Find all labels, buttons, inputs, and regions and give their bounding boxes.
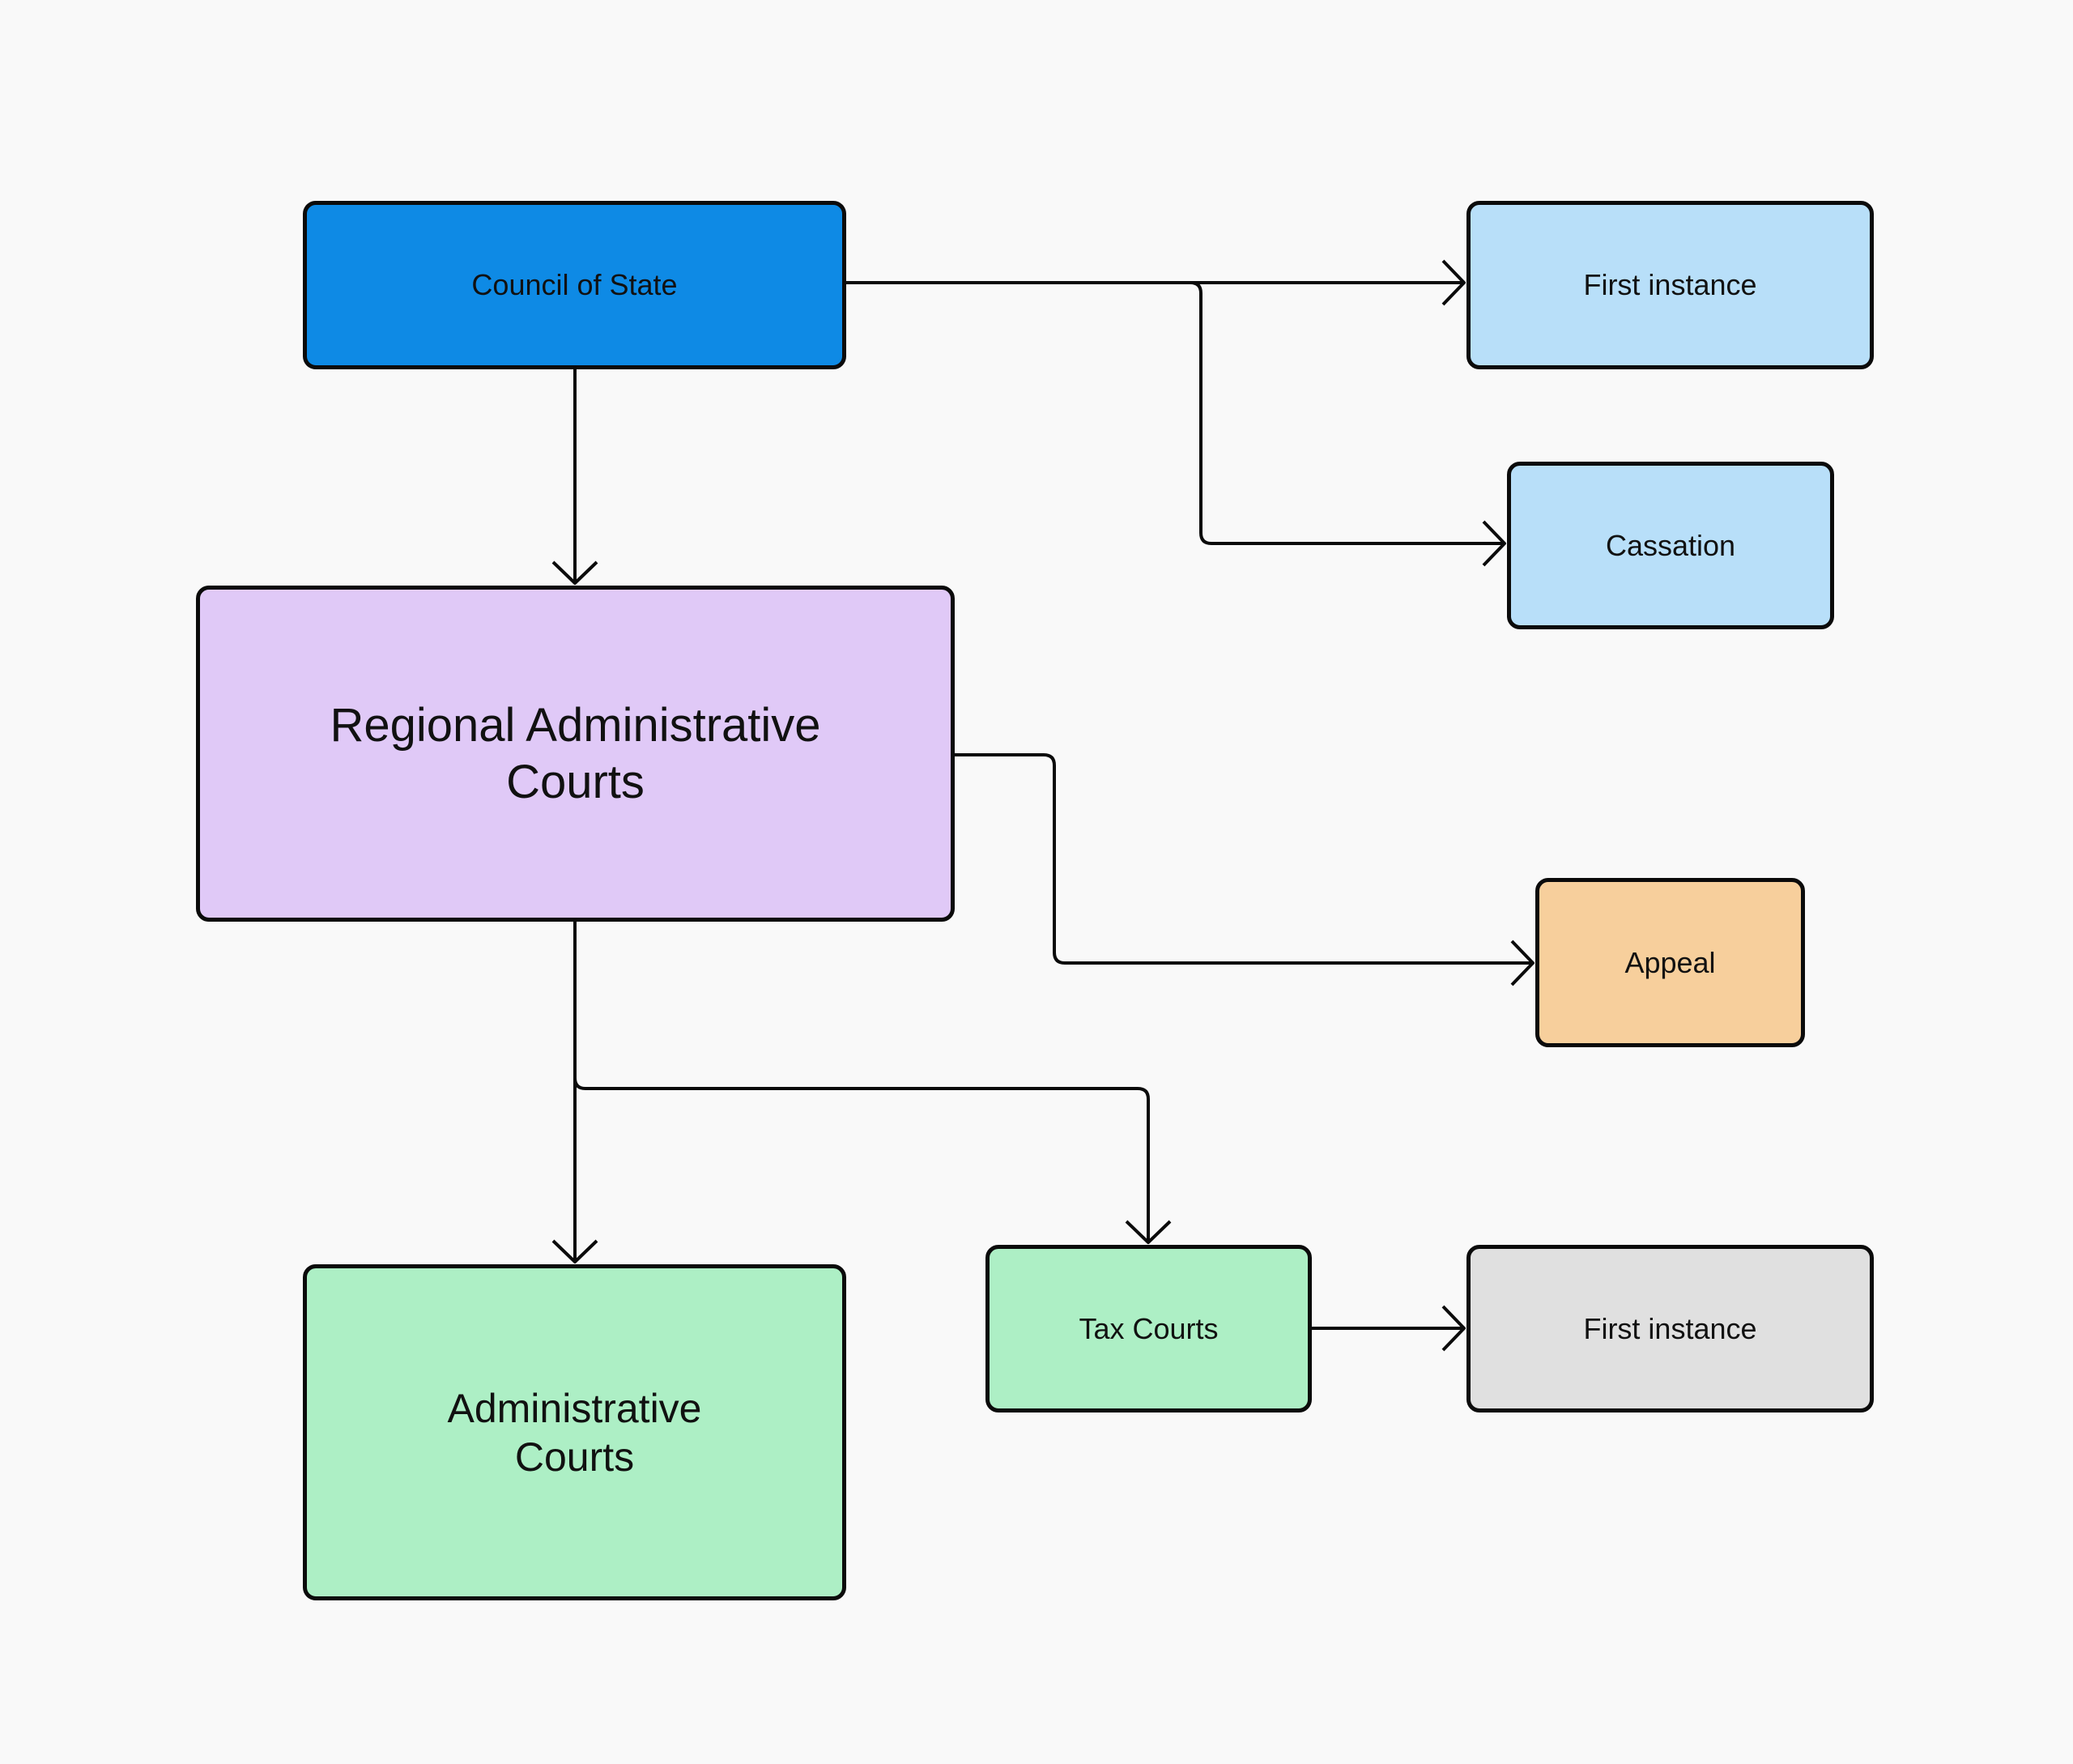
node-label: Appeal xyxy=(1624,945,1716,979)
node-label: Cassation xyxy=(1605,528,1736,562)
node-label: First instance xyxy=(1583,268,1757,302)
edge-regional-tax xyxy=(573,1077,1150,1242)
node-tax-courts[interactable]: Tax Courts xyxy=(985,1245,1312,1412)
node-regional-administrative-courts[interactable]: Regional Administrative Courts xyxy=(196,586,955,922)
arrowhead-regional xyxy=(551,560,598,585)
node-cassation[interactable]: Cassation xyxy=(1507,462,1834,629)
arrowhead-appeal xyxy=(1510,940,1535,986)
node-appeal[interactable]: Appeal xyxy=(1535,878,1805,1047)
node-first-instance-bottom[interactable]: First instance xyxy=(1466,1245,1874,1412)
node-label: Administrative Courts xyxy=(447,1385,702,1480)
arrowhead-first-instance xyxy=(1441,259,1466,306)
node-label: Tax Courts xyxy=(1079,1311,1219,1345)
arrowhead-first-instance-bottom xyxy=(1441,1305,1466,1352)
node-administrative-courts[interactable]: Administrative Courts xyxy=(303,1264,846,1600)
node-first-instance-top[interactable]: First instance xyxy=(1466,201,1874,369)
node-label: Council of State xyxy=(471,268,678,302)
arrowhead-cassation xyxy=(1482,520,1506,567)
edge-regional-appeal xyxy=(955,753,1533,965)
edge-council-cassation xyxy=(1190,281,1505,545)
arrowhead-tax xyxy=(1125,1220,1172,1244)
node-label: First instance xyxy=(1583,1311,1757,1345)
node-label: Regional Administrative Courts xyxy=(330,698,821,808)
node-council-of-state[interactable]: Council of State xyxy=(303,201,846,369)
arrowhead-admin xyxy=(551,1239,598,1263)
